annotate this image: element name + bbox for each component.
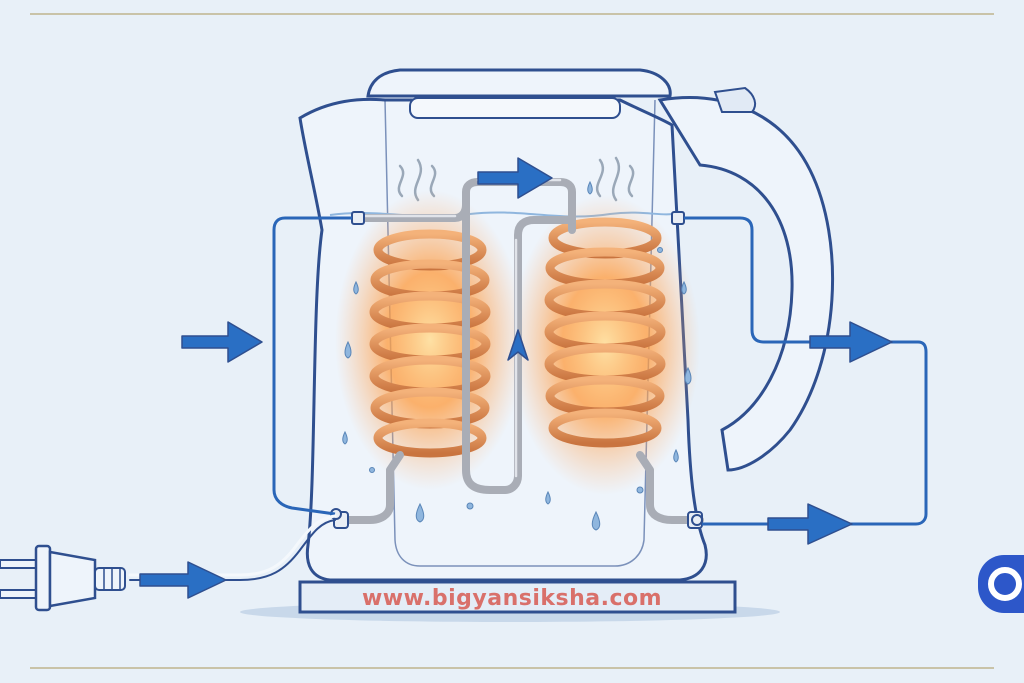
power-cord [128,514,337,581]
kettle-base [298,580,737,614]
terminal-connectors [330,211,703,529]
coil-leads [341,178,704,524]
water-drop-icon [342,180,692,531]
flow-arrow-icon [139,157,893,599]
brand-logo-icon[interactable] [978,555,1024,613]
power-plug-icon [0,544,126,612]
frame-lines [30,13,994,669]
heating-coil-icon [369,217,666,458]
brand-logo-ring [988,567,1022,601]
watermark-url: www.bigyansiksha.com [361,586,663,611]
